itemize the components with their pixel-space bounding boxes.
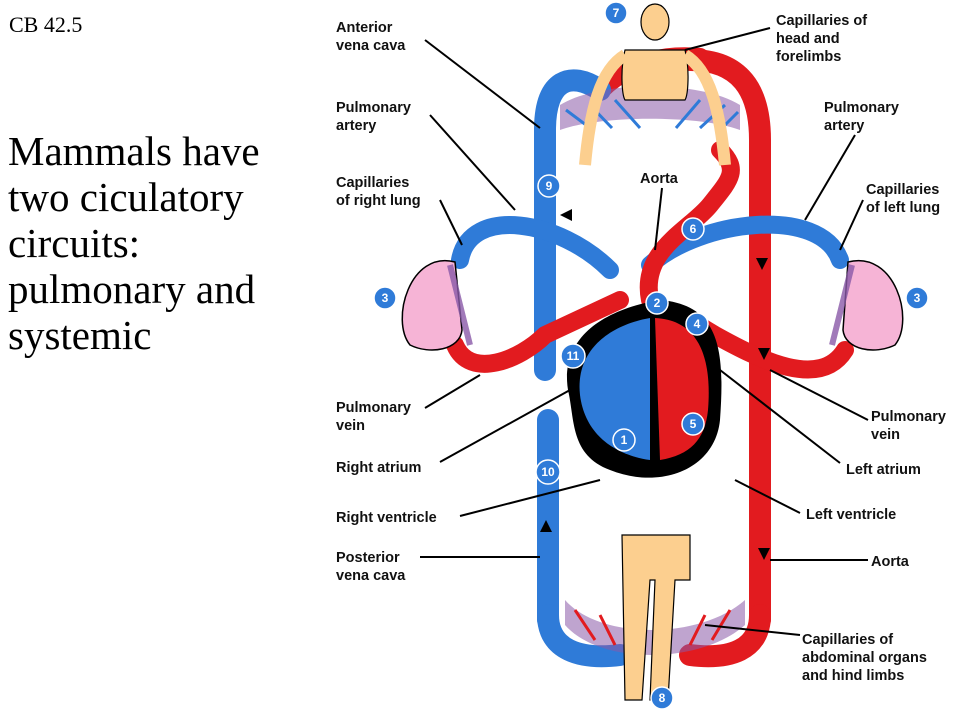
- left-lung: [829, 259, 904, 351]
- lower-body-figure: [621, 534, 691, 701]
- step-1-badge: 1: [621, 433, 628, 447]
- pulmonary-circuit: [446, 141, 854, 379]
- arrow-down-icon: [758, 548, 770, 560]
- arrow-left-icon: [560, 209, 572, 221]
- step-7-badge: 7: [613, 6, 620, 20]
- label-aorta-top: Aorta: [640, 171, 679, 187]
- label-left-ventricle: Left ventricle: [806, 507, 896, 523]
- label-aorta-bottom: Aorta: [871, 554, 910, 570]
- lower-arterial-loop: [679, 604, 771, 668]
- pulmonary-vein-left-vessel: [681, 311, 854, 379]
- arrow-up-icon: [540, 520, 552, 532]
- label-capillaries-left-lung: Capillaries of left lung: [866, 182, 943, 216]
- headline-line-3: circuits:: [8, 220, 141, 266]
- step-10-badge: 10: [541, 465, 555, 479]
- anterior-vena-cava-vessel: [534, 69, 611, 381]
- arrow-down-icon: [756, 258, 768, 270]
- pulmonary-vein-right-vessel: [446, 291, 629, 373]
- step-8-badge: 8: [659, 691, 666, 705]
- headline-line-1: Mammals have: [8, 128, 260, 174]
- label-pulmonary-artery-left: Pulmonary artery: [336, 100, 415, 134]
- labels: Anterior vena cava Pulmonary artery Capi…: [336, 13, 950, 684]
- label-pulmonary-vein-left: Pulmonary vein: [336, 400, 415, 434]
- label-right-ventricle: Right ventricle: [336, 510, 437, 526]
- headline-line-5: systemic: [8, 312, 152, 358]
- headline-line-4: pulmonary and: [8, 266, 256, 312]
- label-capillaries-right-lung: Capillaries of right lung: [336, 175, 421, 209]
- step-9-badge: 9: [546, 179, 553, 193]
- heart: [566, 300, 722, 478]
- step-5-badge: 5: [690, 417, 697, 431]
- headline-line-2: two ciculatory: [8, 174, 244, 220]
- step-4-badge: 4: [694, 317, 701, 331]
- right-lung: [401, 259, 473, 351]
- label-anterior-vena-cava: Anterior vena cava: [336, 20, 406, 54]
- label-posterior-vena-cava: Posterior vena cava: [336, 550, 406, 584]
- capillary-head: [560, 86, 740, 130]
- label-capillaries-head: Capillaries of head and forelimbs: [776, 13, 871, 65]
- label-left-atrium: Left atrium: [846, 462, 921, 478]
- capillary-abdominal: [565, 600, 745, 655]
- step-11-badge: 11: [567, 349, 580, 363]
- label-right-atrium: Right atrium: [336, 460, 421, 476]
- pulmonary-artery-right-vessel: [451, 216, 619, 279]
- ascending-aorta-vessel: [639, 141, 740, 309]
- slide-code: CB 42.5: [9, 12, 83, 37]
- label-pulmonary-artery-right: Pulmonary artery: [824, 100, 903, 134]
- leader-lines: [420, 27, 869, 636]
- lower-venous-loop: [537, 604, 631, 668]
- right-heart-chambers: [579, 318, 650, 460]
- step-2-badge: 2: [654, 296, 661, 310]
- label-capillaries-abdominal: Capillaries of abdominal organs and hind…: [802, 632, 931, 684]
- step-3-badge-right-lung: 3: [382, 291, 389, 305]
- flow-arrows: [540, 209, 770, 560]
- step-3-badge-left-lung: 3: [914, 291, 921, 305]
- systemic-loop: [534, 47, 771, 668]
- arrow-down-icon: [758, 348, 770, 360]
- slide-headline: Mammals have two ciculatory circuits: pu…: [8, 128, 308, 358]
- label-pulmonary-vein-right: Pulmonary vein: [871, 409, 950, 443]
- step-6-badge: 6: [690, 222, 697, 236]
- upper-body-figure: [579, 3, 731, 166]
- step-badges: 7 9 6 3 2 4 3 11 5 1 10 8: [373, 1, 929, 710]
